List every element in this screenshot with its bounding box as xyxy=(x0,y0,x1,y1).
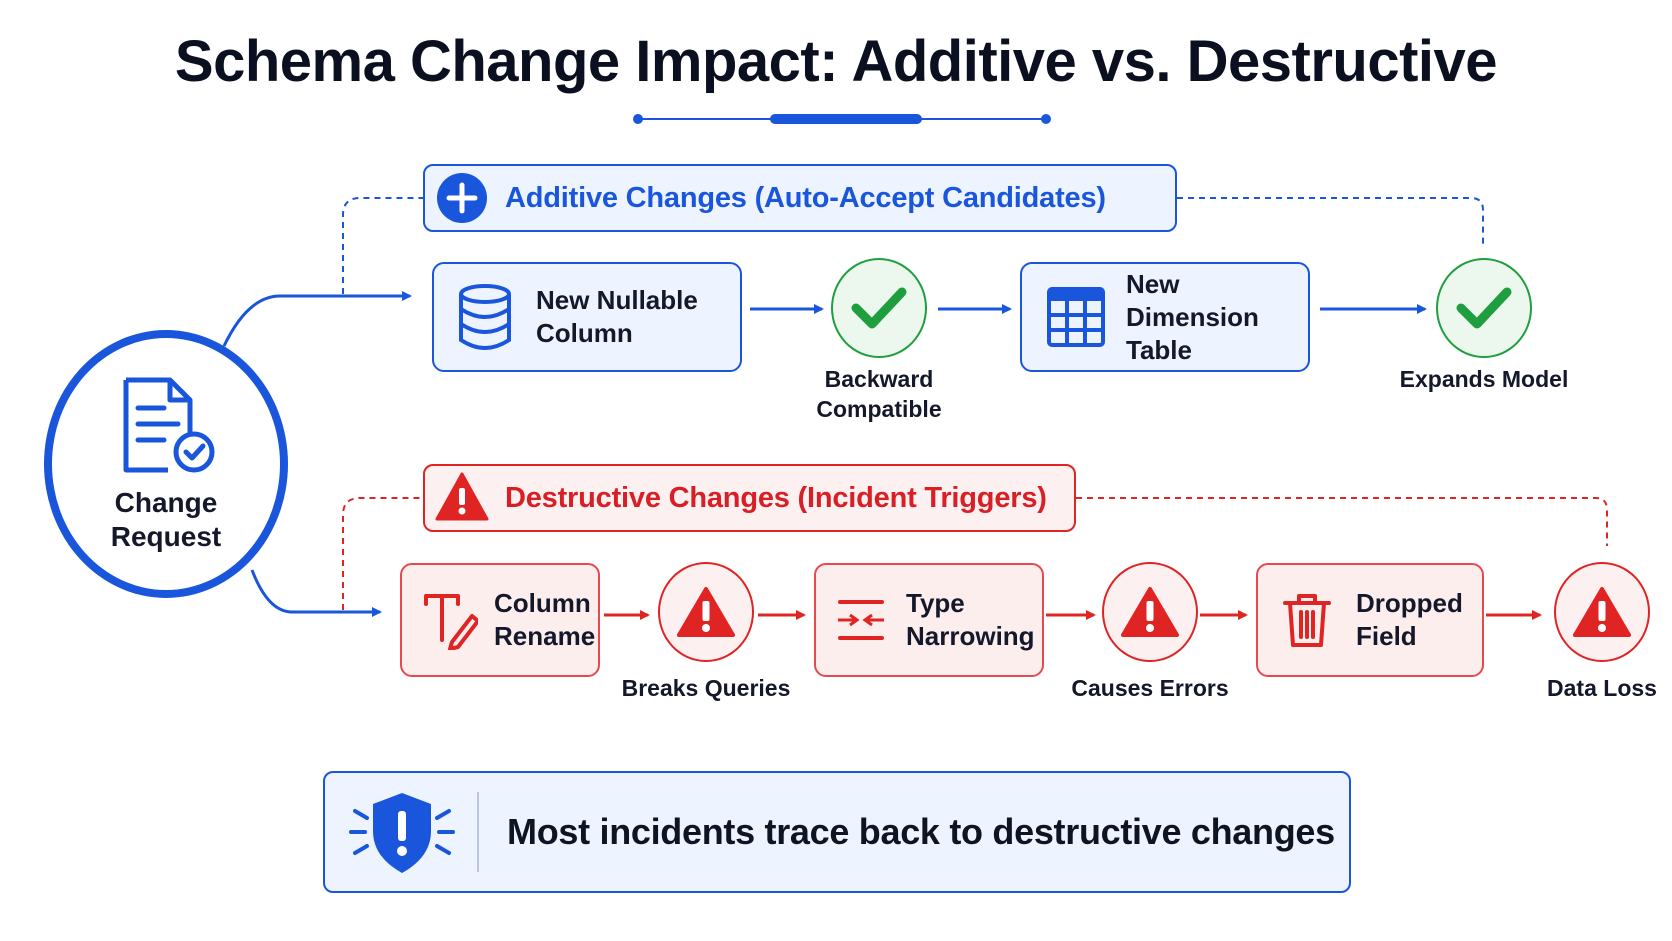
destructive-header: Destructive Changes (Incident Triggers) xyxy=(423,464,1076,532)
document-check-icon xyxy=(118,374,218,484)
outcome-data-loss-circle xyxy=(1554,562,1650,662)
plus-circle-icon xyxy=(435,171,489,225)
checkmark-icon xyxy=(851,287,907,329)
warning-triangle-icon xyxy=(677,587,735,637)
node-label: Column Rename xyxy=(494,588,596,651)
arrow-request-to-additive xyxy=(222,291,412,347)
outcome-causes-errors-label: Causes Errors xyxy=(1071,675,1229,701)
footer-callout: Most incidents trace back to destructive… xyxy=(323,771,1351,893)
title-underline xyxy=(633,114,1051,124)
outcome-backward-compatible-circle xyxy=(831,258,927,358)
outcome-expands-model-label: Expands Model xyxy=(1399,366,1569,392)
node-label: Type Narrowing xyxy=(906,588,1035,651)
arrow-request-to-destructive xyxy=(250,569,382,617)
shield-alert-icon xyxy=(347,787,457,877)
warning-triangle-icon xyxy=(1573,587,1631,637)
outcome-expands-model-circle xyxy=(1436,258,1532,358)
trash-icon xyxy=(1282,591,1332,649)
checkmark-icon xyxy=(1456,287,1512,329)
warning-triangle-icon xyxy=(435,471,489,525)
additive-dashed-bracket xyxy=(342,197,1484,294)
node-type-narrowing: Type Narrowing xyxy=(814,563,1044,677)
additive-header-text: Additive Changes (Auto-Accept Candidates… xyxy=(505,181,1106,214)
page-title: Schema Change Impact: Additive vs. Destr… xyxy=(174,29,1498,94)
node-label: New Nullable Column xyxy=(536,285,698,348)
footer-divider xyxy=(477,792,479,872)
text-edit-icon xyxy=(422,590,478,650)
warning-triangle-icon xyxy=(1121,587,1179,637)
table-grid-icon xyxy=(1046,286,1106,348)
outcome-breaks-queries-label: Breaks Queries xyxy=(621,675,791,701)
node-dropped-field: Dropped Field xyxy=(1256,563,1484,677)
narrow-arrows-icon xyxy=(836,597,886,643)
node-label: New Dimension Table xyxy=(1126,268,1259,365)
node-new-nullable-column: New Nullable Column xyxy=(432,262,742,372)
outcome-backward-compatible-label: Backward Compatible xyxy=(816,366,942,422)
destructive-header-text: Destructive Changes (Incident Triggers) xyxy=(505,481,1047,514)
outcome-breaks-queries-circle xyxy=(658,562,754,662)
outcome-data-loss-label: Data Loss xyxy=(1547,675,1657,701)
change-request-label: Change Request xyxy=(110,487,222,552)
node-new-dimension-table: New Dimension Table xyxy=(1020,262,1310,372)
destructive-dashed-bracket xyxy=(342,497,1608,610)
outcome-causes-errors-circle xyxy=(1102,562,1198,662)
footer-text: Most incidents trace back to destructive… xyxy=(507,811,1335,852)
database-icon xyxy=(456,283,514,351)
node-column-rename: Column Rename xyxy=(400,563,600,677)
change-request-circle xyxy=(44,330,288,598)
additive-header: Additive Changes (Auto-Accept Candidates… xyxy=(423,164,1177,232)
node-label: Dropped Field xyxy=(1356,588,1463,651)
